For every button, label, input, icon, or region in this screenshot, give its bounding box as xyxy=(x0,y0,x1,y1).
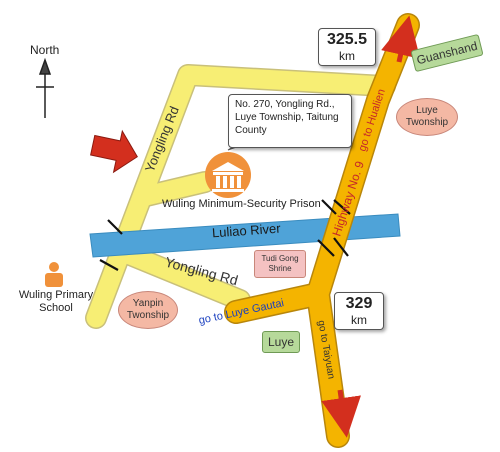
luye-township-oval: Luye Twonship xyxy=(396,98,458,136)
luye-township-line-1: Luye xyxy=(416,104,438,116)
red-pointer-arrow xyxy=(90,129,138,174)
north-label: North xyxy=(30,43,60,57)
distance-south-unit: km xyxy=(351,313,367,327)
distance-north-unit: km xyxy=(339,49,355,63)
yanpin-township-line-2: Twonship xyxy=(126,310,170,321)
school-label-line-1: Wuling Primary xyxy=(18,289,94,301)
distance-north-value: 325.5 xyxy=(326,31,368,48)
luye-township-line-2: Twonship xyxy=(405,117,449,128)
tudi-gong-line-1: Tudi Gong xyxy=(261,254,299,263)
address-callout: No. 270, Yongling Rd., Luye Township, Ta… xyxy=(228,94,352,148)
yanpin-township-line-1: Yanpin xyxy=(132,297,164,309)
yanpin-township-oval: Yanpin Twonship xyxy=(118,291,178,329)
bridge-marks xyxy=(99,199,351,271)
address-line-2: Luye Township, Taitung xyxy=(235,112,339,123)
school-label: Wuling Primary School xyxy=(14,289,98,314)
luliao-river xyxy=(89,213,401,258)
prison-label: Wuling Minimum-Security Prison xyxy=(162,198,321,210)
north-compass-icon xyxy=(36,57,54,118)
luye-label: Luye xyxy=(262,331,300,353)
distance-box-north: 325.5 km xyxy=(318,28,376,66)
tudi-gong-shrine-label: Tudi Gong Shrine xyxy=(254,250,306,278)
prison-icon xyxy=(205,152,251,198)
tudi-gong-line-2: Shrine xyxy=(268,264,292,273)
direction-arrows xyxy=(321,15,421,438)
school-icon xyxy=(45,262,63,287)
distance-box-south: 329 km xyxy=(334,292,384,330)
address-line-3: County xyxy=(235,125,267,136)
school-label-line-2: School xyxy=(39,301,73,314)
address-line-1: No. 270, Yongling Rd., xyxy=(235,99,335,110)
highway-9 xyxy=(224,13,420,448)
distance-south-value: 329 xyxy=(345,295,373,312)
